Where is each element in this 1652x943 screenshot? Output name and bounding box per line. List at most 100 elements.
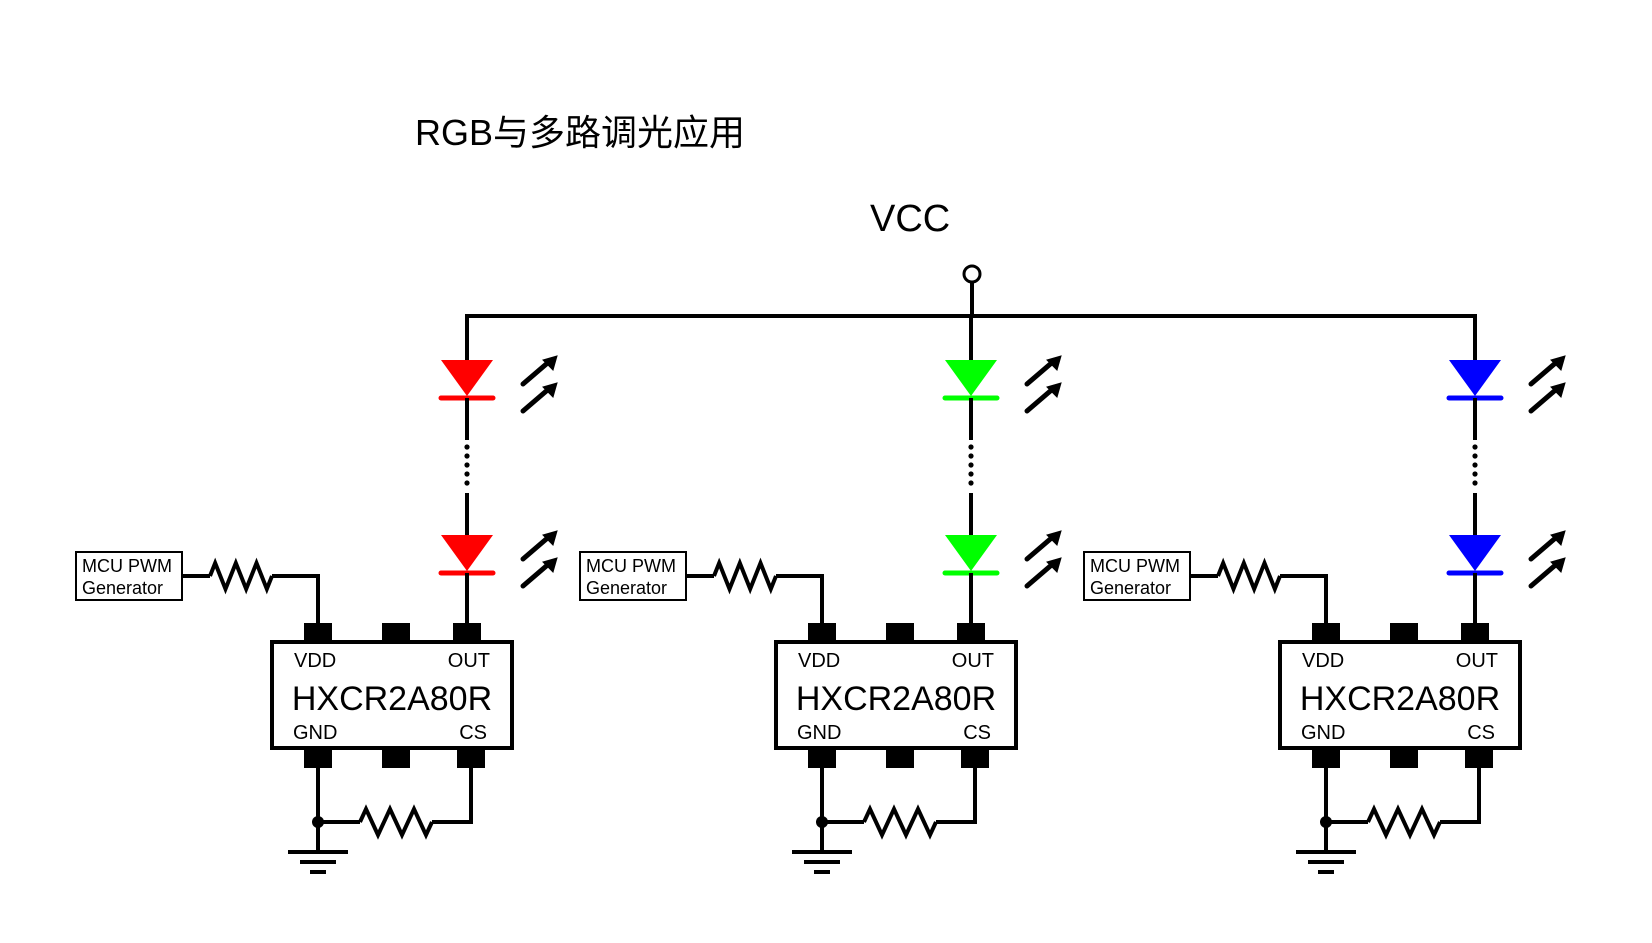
pwm-resistor (1216, 557, 1282, 595)
sense-resistor (862, 804, 938, 840)
continuation-dot (1472, 453, 1478, 459)
gnd-pin (304, 748, 332, 768)
mcu-pwm-generator-box (1083, 551, 1191, 601)
led (942, 355, 1062, 414)
wire (432, 768, 473, 824)
led (1446, 530, 1566, 589)
led (942, 530, 1062, 589)
cs-pin-label: CS (1467, 722, 1495, 744)
vdd-pin-label: VDD (294, 650, 336, 672)
sense-resistor (358, 804, 434, 840)
continuation-dot (1472, 444, 1478, 450)
led-triangle (945, 535, 997, 571)
cs-pin (1465, 748, 1493, 768)
light-emission-icon (1024, 355, 1062, 414)
nc-pin (1390, 748, 1418, 768)
nc-pin (382, 748, 410, 768)
light-emission-icon (1024, 530, 1062, 589)
vdd-pin (808, 623, 836, 643)
continuation-dot (1472, 480, 1478, 486)
emission-arrow-head (542, 382, 558, 398)
generator-label: Generator (586, 578, 667, 598)
emission-arrow-head (1046, 382, 1062, 398)
light-emission-icon (520, 355, 558, 414)
wire (1440, 768, 1481, 824)
pwm-resistor (712, 557, 778, 595)
emission-arrow-head (1046, 530, 1062, 546)
mcu-pwm-generator-box (579, 551, 687, 601)
emission-arrow-head (1046, 355, 1062, 371)
ic-part-number: HXCR2A80R (796, 680, 996, 718)
diagram-title: RGB与多路调光应用 (415, 112, 746, 153)
pwm-resistor (208, 557, 274, 595)
generator-label: Generator (1090, 578, 1171, 598)
continuation-dot (968, 480, 974, 486)
mcu-pwm-label: MCU PWM (1090, 556, 1180, 576)
out-pin (453, 623, 481, 643)
gnd-pin-label: GND (797, 722, 841, 744)
continuation-dot (968, 444, 974, 450)
cs-pin-label: CS (963, 722, 991, 744)
out-pin-label: OUT (448, 650, 490, 672)
vdd-pin-label: VDD (1302, 650, 1344, 672)
vdd-pin (304, 623, 332, 643)
nc-pin (886, 748, 914, 768)
light-emission-icon (1528, 355, 1566, 414)
gnd-pin-label: GND (1301, 722, 1345, 744)
ground-icon (792, 850, 852, 874)
emission-arrow-head (1550, 355, 1566, 371)
emission-arrow-head (1046, 557, 1062, 573)
emission-arrow-head (1550, 530, 1566, 546)
nc-pin (1390, 623, 1418, 643)
continuation-dot (464, 471, 470, 477)
wire (272, 574, 320, 625)
wire (936, 768, 977, 824)
continuation-dot (464, 480, 470, 486)
out-pin-label: OUT (952, 650, 994, 672)
emission-arrow-head (1550, 557, 1566, 573)
out-pin (957, 623, 985, 643)
continuation-dot (464, 462, 470, 468)
emission-arrow-head (1550, 382, 1566, 398)
cs-pin (961, 748, 989, 768)
continuation-dot (1472, 462, 1478, 468)
led (438, 355, 558, 414)
continuation-dot (968, 471, 974, 477)
mcu-pwm-label: MCU PWM (586, 556, 676, 576)
vdd-pin-label: VDD (798, 650, 840, 672)
ground-icon (1296, 850, 1356, 874)
mcu-pwm-label: MCU PWM (82, 556, 172, 576)
mcu-pwm-generator-box (75, 551, 183, 601)
sense-resistor (1366, 804, 1442, 840)
cs-pin (457, 748, 485, 768)
light-emission-icon (1528, 530, 1566, 589)
continuation-dot (464, 444, 470, 450)
vcc-terminal (962, 264, 982, 284)
nc-pin (382, 623, 410, 643)
continuation-dot (968, 453, 974, 459)
emission-arrow-head (542, 355, 558, 371)
wire (1280, 574, 1328, 625)
vcc-label: VCC (870, 198, 951, 240)
cs-pin-label: CS (459, 722, 487, 744)
gnd-pin-label: GND (293, 722, 337, 744)
led (1446, 355, 1566, 414)
gnd-pin (1312, 748, 1340, 768)
gnd-pin (808, 748, 836, 768)
ic-part-number: HXCR2A80R (1300, 680, 1500, 718)
generator-label: Generator (82, 578, 163, 598)
led-triangle (441, 535, 493, 571)
emission-arrow-head (542, 557, 558, 573)
led (438, 530, 558, 589)
continuation-dot (464, 453, 470, 459)
continuation-dot (968, 462, 974, 468)
ic-part-number: HXCR2A80R (292, 680, 492, 718)
ground-icon (288, 850, 348, 874)
continuation-dot (1472, 471, 1478, 477)
out-pin-label: OUT (1456, 650, 1498, 672)
out-pin (1461, 623, 1489, 643)
